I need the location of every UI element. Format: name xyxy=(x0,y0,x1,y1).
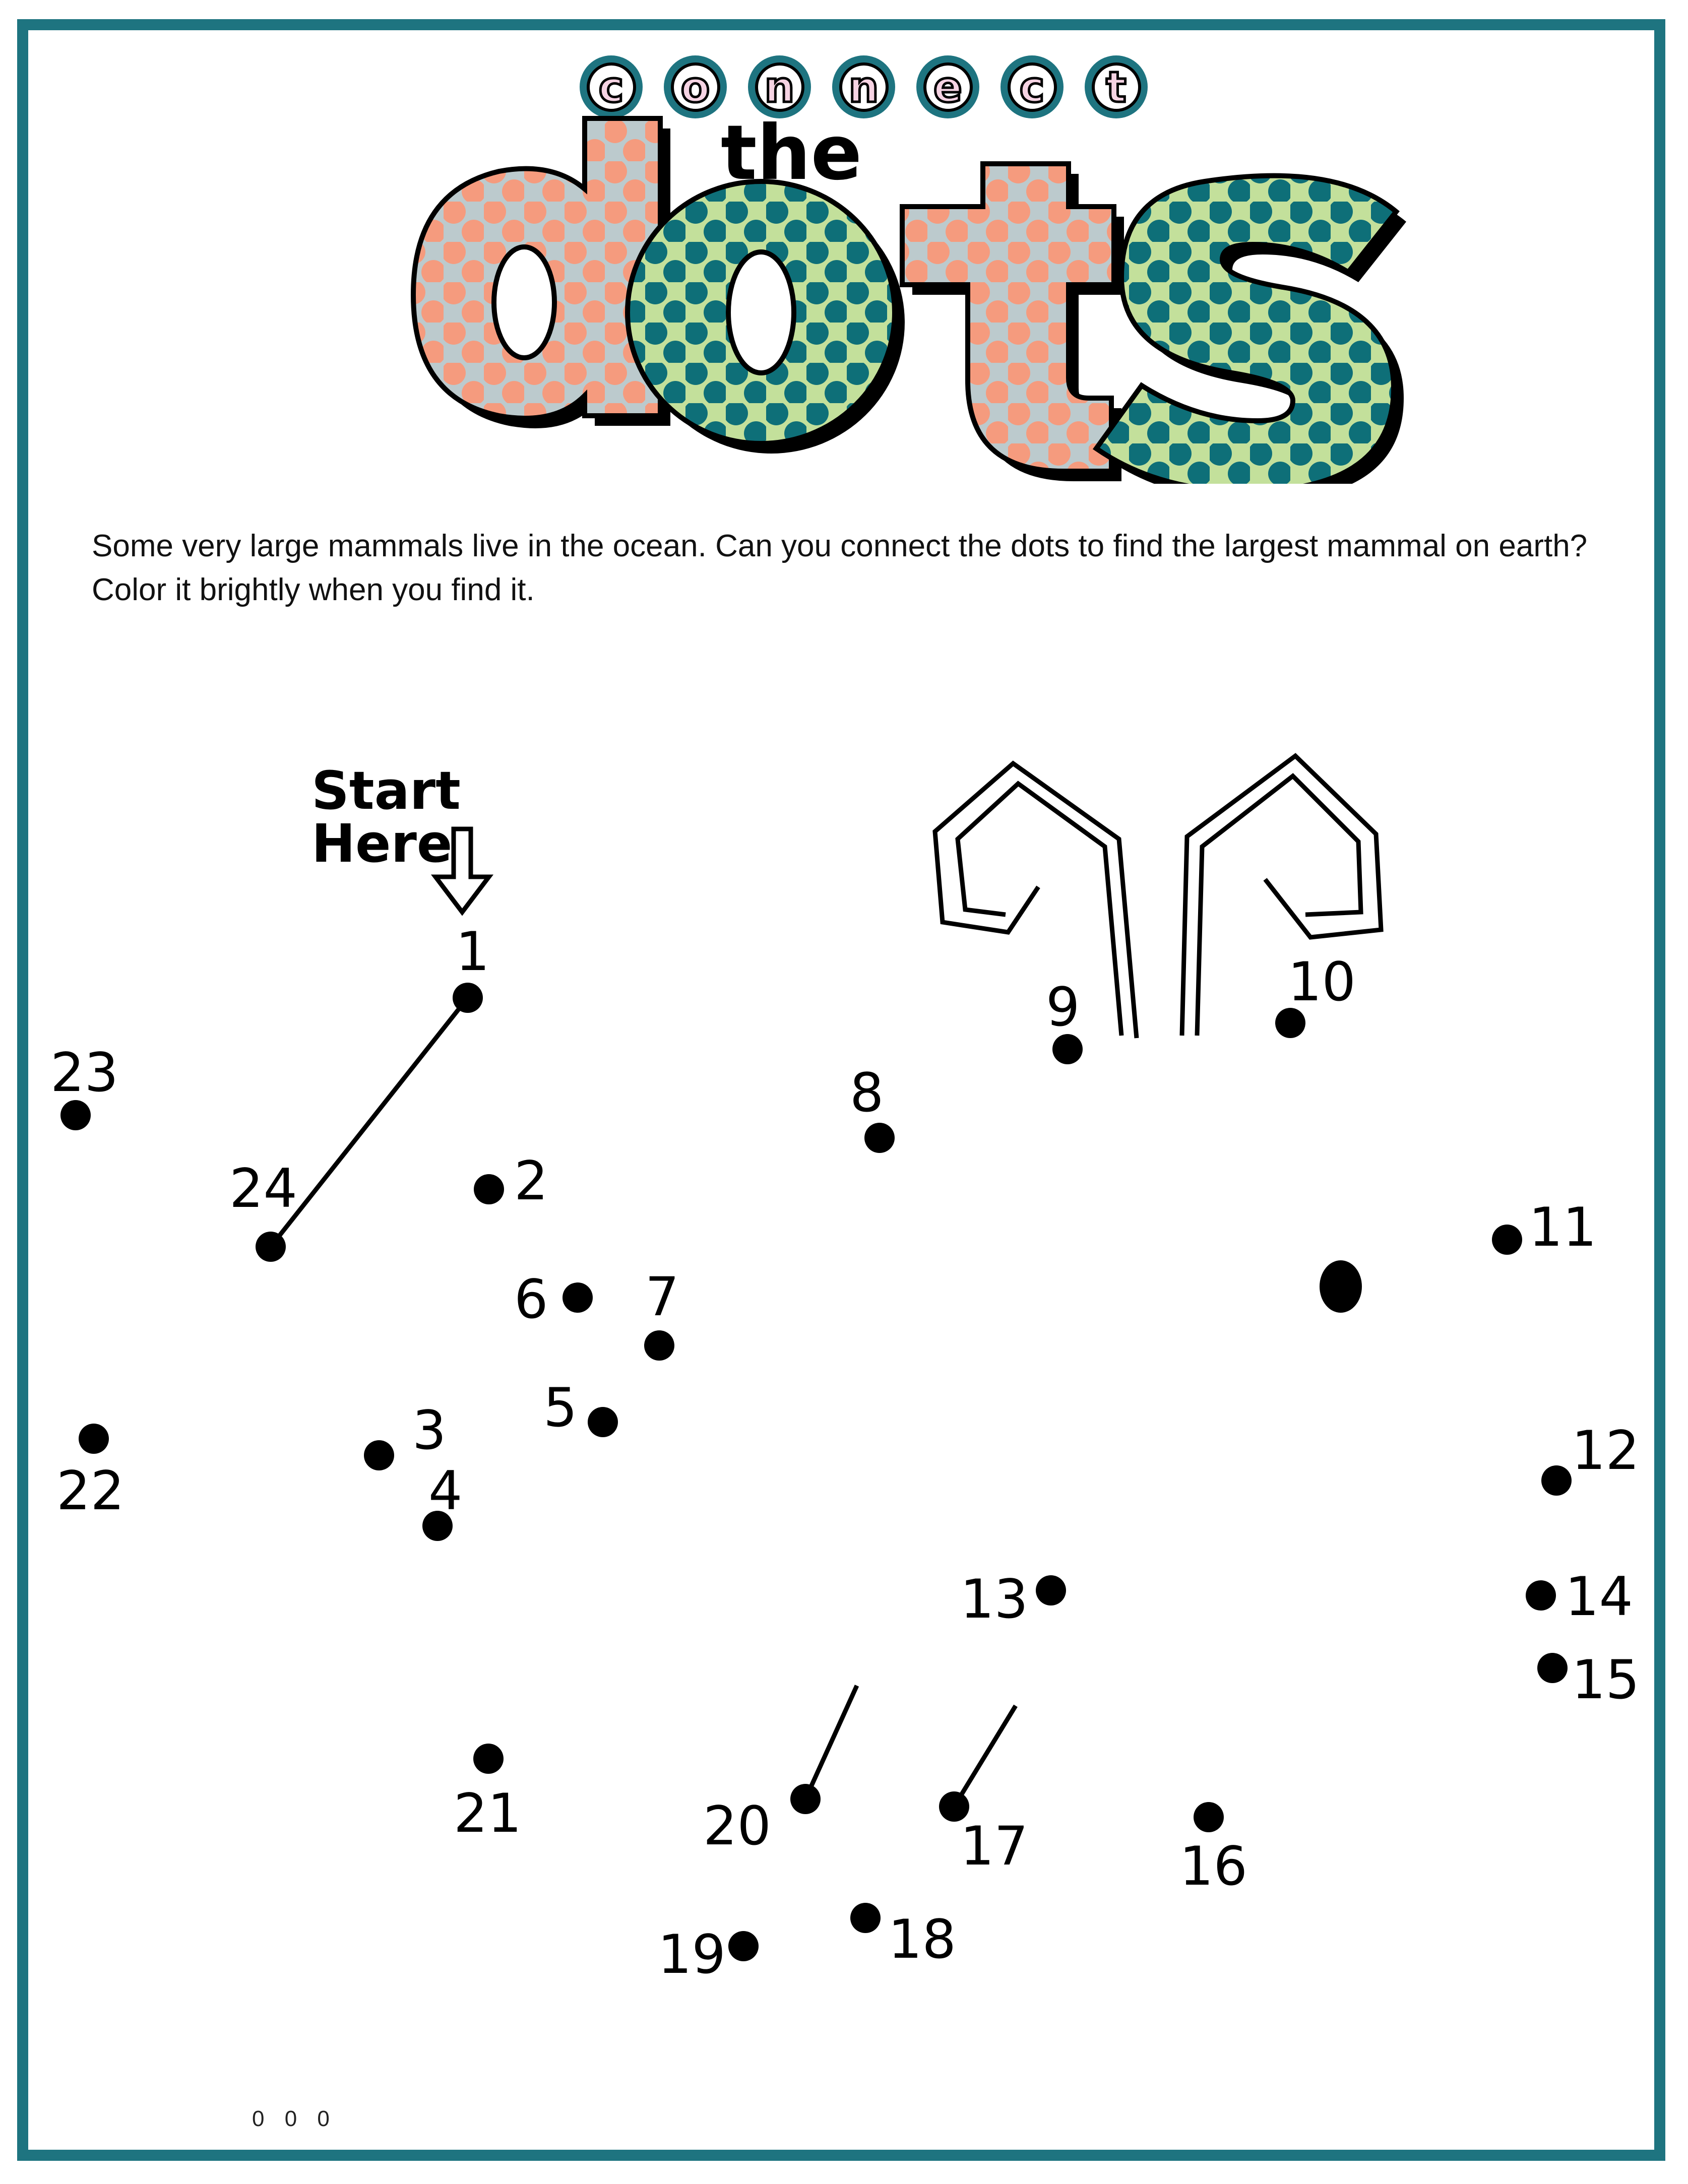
dot-20 xyxy=(790,1784,821,1814)
dot-4 xyxy=(422,1511,453,1541)
instructions-text: Some very large mammals live in the ocea… xyxy=(92,529,1588,607)
dot-24 xyxy=(256,1232,286,1262)
dot-2 xyxy=(474,1174,504,1204)
dot-label-1: 1 xyxy=(456,921,489,983)
down-arrow-icon xyxy=(430,826,494,916)
dot-19 xyxy=(728,1931,759,1961)
dot-label-4: 4 xyxy=(428,1460,462,1522)
dot-label-22: 22 xyxy=(56,1460,124,1522)
dot-label-18: 18 xyxy=(888,1908,956,1970)
dot-16 xyxy=(1194,1802,1224,1832)
dot-label-7: 7 xyxy=(645,1266,679,1328)
dot-3 xyxy=(364,1440,394,1470)
connect-letter: n xyxy=(832,55,895,118)
dot-label-16: 16 xyxy=(1179,1835,1247,1897)
dot-22 xyxy=(79,1424,109,1454)
connect-letter: o xyxy=(664,55,727,118)
dot-label-20: 20 xyxy=(703,1795,771,1857)
dot-8 xyxy=(864,1123,895,1153)
dot-21 xyxy=(473,1744,504,1774)
dot-12 xyxy=(1541,1465,1572,1496)
dot-15 xyxy=(1537,1653,1568,1683)
dot-label-5: 5 xyxy=(543,1377,577,1439)
dot-label-8: 8 xyxy=(850,1062,884,1124)
dot-11 xyxy=(1492,1225,1522,1255)
dot-10 xyxy=(1275,1008,1305,1038)
connect-letter: c xyxy=(1001,55,1064,118)
dot-5 xyxy=(588,1407,618,1437)
dot-label-10: 10 xyxy=(1288,951,1356,1013)
dot-label-12: 12 xyxy=(1572,1420,1640,1482)
dot-7 xyxy=(644,1330,674,1361)
dot-label-24: 24 xyxy=(229,1158,297,1219)
dot-17 xyxy=(939,1791,969,1822)
connect-letter: c xyxy=(580,55,643,118)
dot-label-14: 14 xyxy=(1565,1566,1633,1628)
dot-label-11: 11 xyxy=(1529,1196,1597,1258)
here-label: Here xyxy=(311,813,452,874)
dot-label-6: 6 xyxy=(514,1268,548,1330)
dot-13 xyxy=(1036,1575,1066,1605)
water-spout xyxy=(932,753,1384,1039)
dot-label-21: 21 xyxy=(454,1782,522,1844)
connect-title: c o n n e c t xyxy=(580,55,1148,118)
connect-letter: e xyxy=(916,55,979,118)
dot-18 xyxy=(850,1903,881,1933)
dots-logo: the dots xyxy=(410,109,1406,484)
dot-1 xyxy=(453,983,483,1013)
dot-label-17: 17 xyxy=(960,1815,1028,1877)
connect-letter: n xyxy=(748,55,811,118)
page-frame xyxy=(17,19,1665,2161)
dot-label-19: 19 xyxy=(658,1923,726,1985)
dot-label-3: 3 xyxy=(412,1399,446,1461)
dot-label-13: 13 xyxy=(960,1568,1028,1630)
dot-14 xyxy=(1526,1580,1556,1611)
dot-label-2: 2 xyxy=(514,1150,548,1212)
connect-letter: t xyxy=(1085,55,1148,118)
dot-9 xyxy=(1052,1034,1083,1064)
dot-label-15: 15 xyxy=(1572,1649,1640,1711)
dot-6 xyxy=(562,1282,593,1313)
footer-code: 0 0 0 xyxy=(252,2106,337,2131)
guide-lines xyxy=(269,996,1018,1808)
start-label: Start xyxy=(311,760,461,821)
dot-label-9: 9 xyxy=(1046,976,1080,1038)
dot-label-23: 23 xyxy=(50,1042,118,1104)
whale-eye xyxy=(1320,1260,1362,1313)
dot-23 xyxy=(60,1100,91,1130)
